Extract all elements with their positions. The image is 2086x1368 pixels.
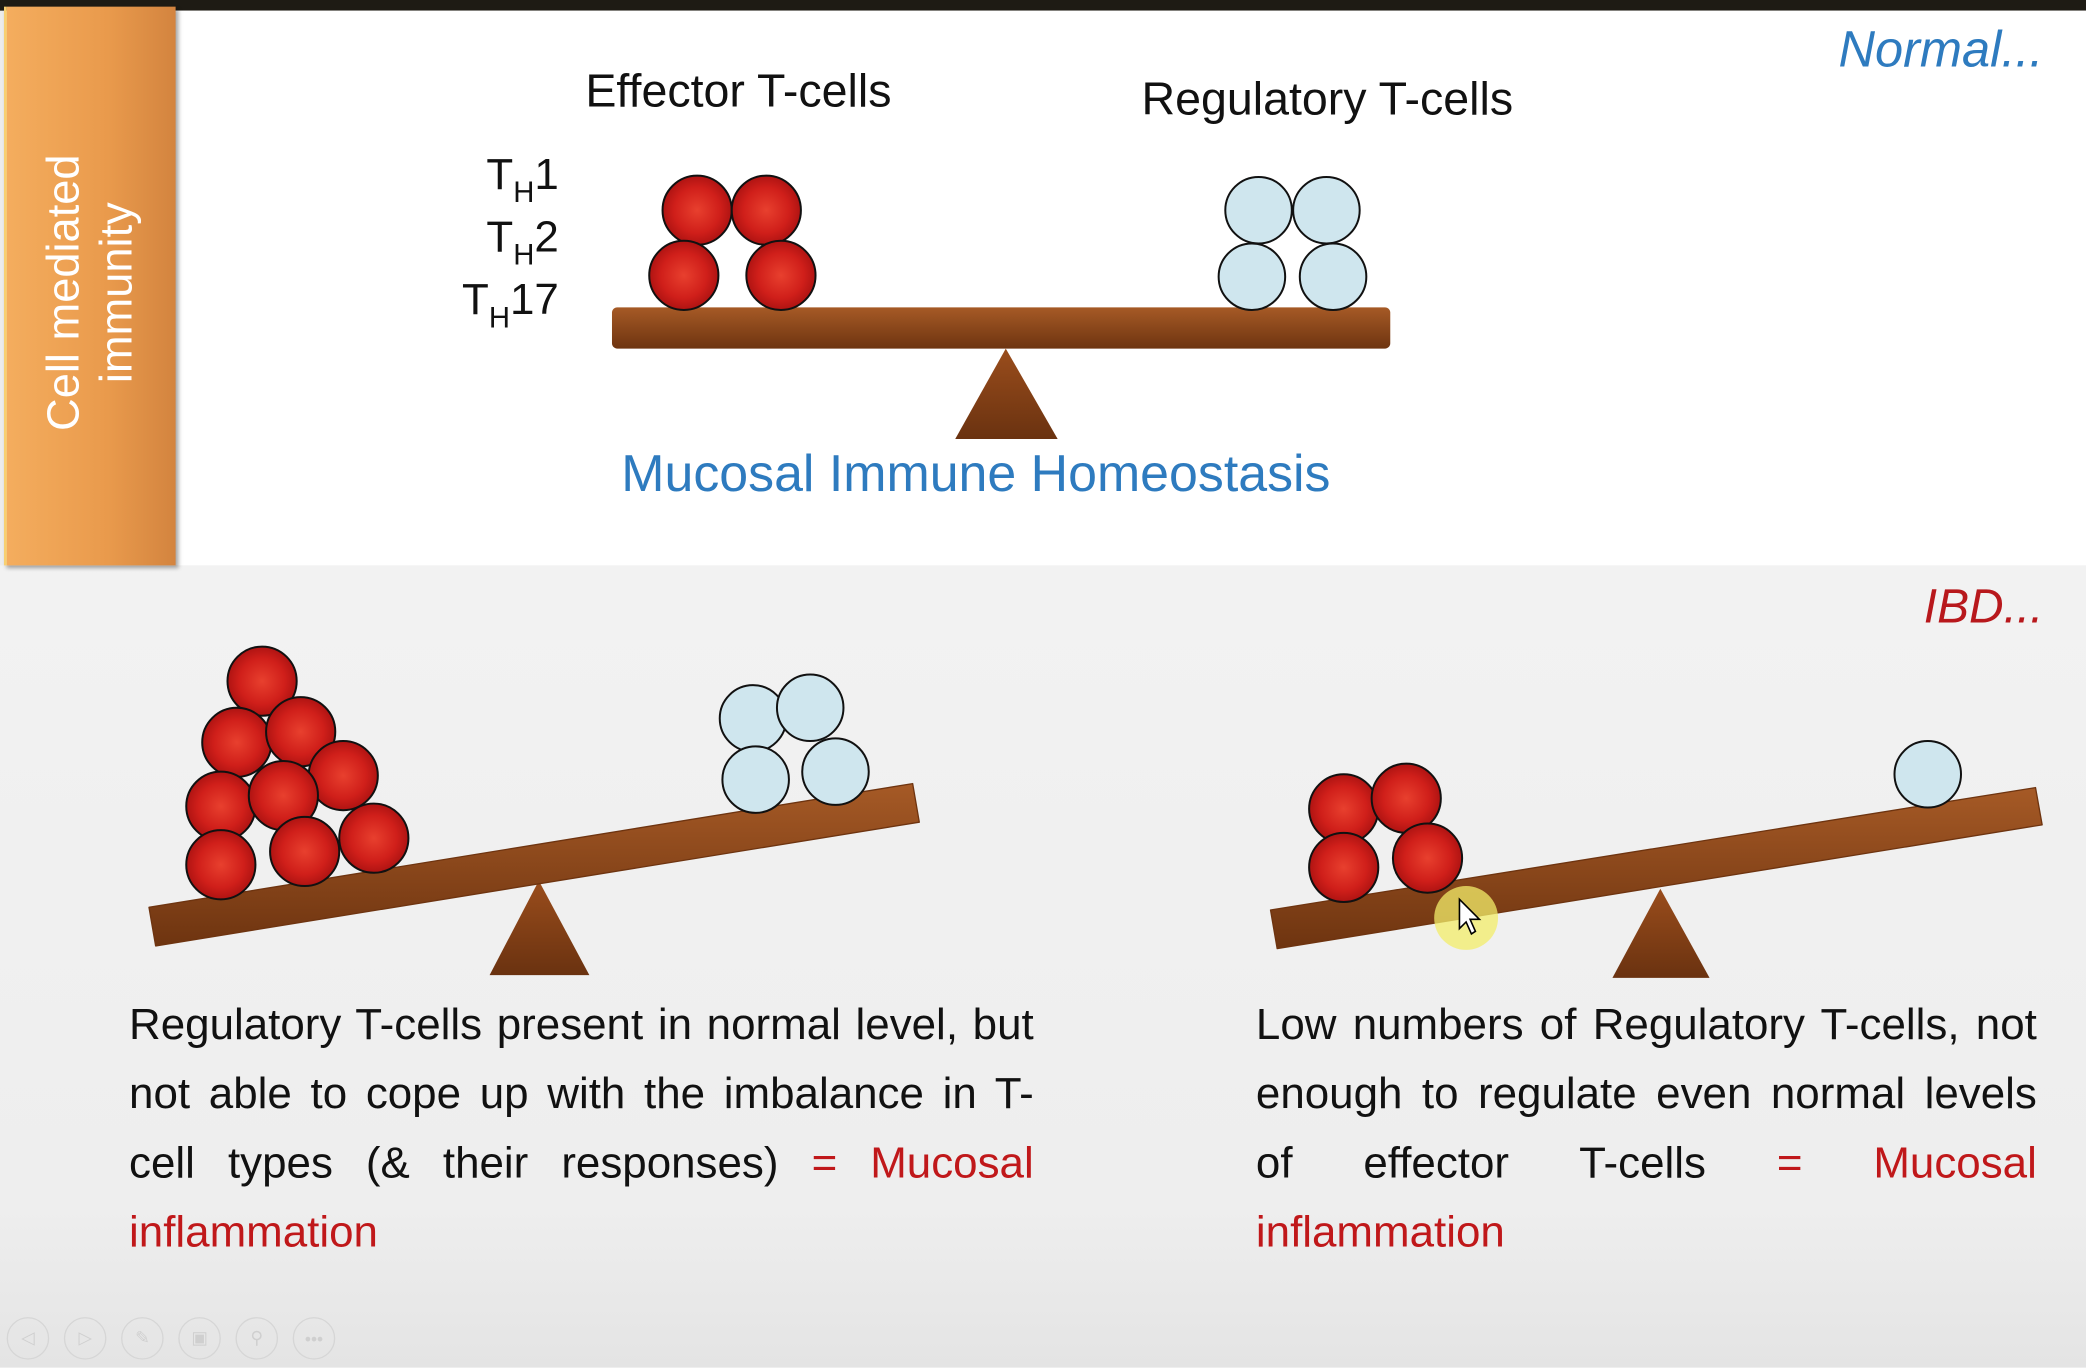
sidebar-banner: Cell mediated immunity: [3, 6, 176, 566]
fulcrum: [489, 880, 590, 976]
right-result: = Mucosal inflammation: [1255, 1137, 2037, 1256]
fulcrum: [955, 348, 1058, 440]
right-explanation-text: Low numbers of Regulatory T-cells, not e…: [1255, 999, 2037, 1187]
th17-label: TH17: [462, 275, 559, 334]
normal-tag: Normal...: [1838, 21, 2043, 78]
left-explanation-text: Regulatory T-cells present in normal lev…: [129, 999, 1034, 1187]
right-explanation: Low numbers of Regulatory T-cells, not e…: [1256, 990, 2037, 1267]
mouse-cursor: [1434, 886, 1499, 950]
pen-icon[interactable]: ✎: [121, 1317, 164, 1360]
th2-label: TH2: [486, 212, 558, 271]
th1-label: TH1: [486, 150, 558, 209]
top-bar: [0, 0, 2086, 11]
effector-label: Effector T-cells: [585, 64, 891, 116]
regulatory-cells: [1217, 175, 1368, 311]
normal-panel: [172, 10, 2086, 566]
fulcrum: [1612, 888, 1710, 978]
more-icon[interactable]: •••: [292, 1317, 336, 1360]
imbalanced-seesaw-right: [1269, 740, 2043, 978]
effector-cells: [1308, 762, 1464, 904]
next-icon[interactable]: ▷: [63, 1317, 107, 1360]
plank: [611, 307, 1391, 349]
effector-cells: [648, 174, 817, 311]
previous-icon[interactable]: ◁: [6, 1317, 50, 1360]
regulatory-label: Regulatory T-cells: [1141, 72, 1513, 124]
ibd-panel: [0, 565, 2086, 1368]
homeostasis-caption: Mucosal Immune Homeostasis: [621, 444, 1330, 502]
left-result: = Mucosal inflammation: [129, 1137, 1034, 1256]
pointer-icon: [1458, 897, 1482, 936]
slideshow-toolbar: ◁ ▷ ✎ ▣ ⚲ •••: [6, 1317, 336, 1360]
regulatory-cell: [1893, 740, 1963, 809]
plank: [148, 782, 920, 947]
effector-cells: [185, 645, 410, 901]
zoom-icon[interactable]: ⚲: [235, 1317, 279, 1360]
ibd-tag: IBD...: [1924, 581, 2044, 634]
balanced-seesaw: [611, 174, 1391, 440]
regulatory-cells: [718, 673, 870, 814]
left-explanation: Regulatory T-cells present in normal lev…: [129, 990, 1034, 1267]
imbalanced-seesaw-left: [148, 645, 920, 976]
th-subtypes: TH1 TH2 TH17: [462, 150, 559, 334]
slides-icon[interactable]: ▣: [178, 1317, 221, 1360]
